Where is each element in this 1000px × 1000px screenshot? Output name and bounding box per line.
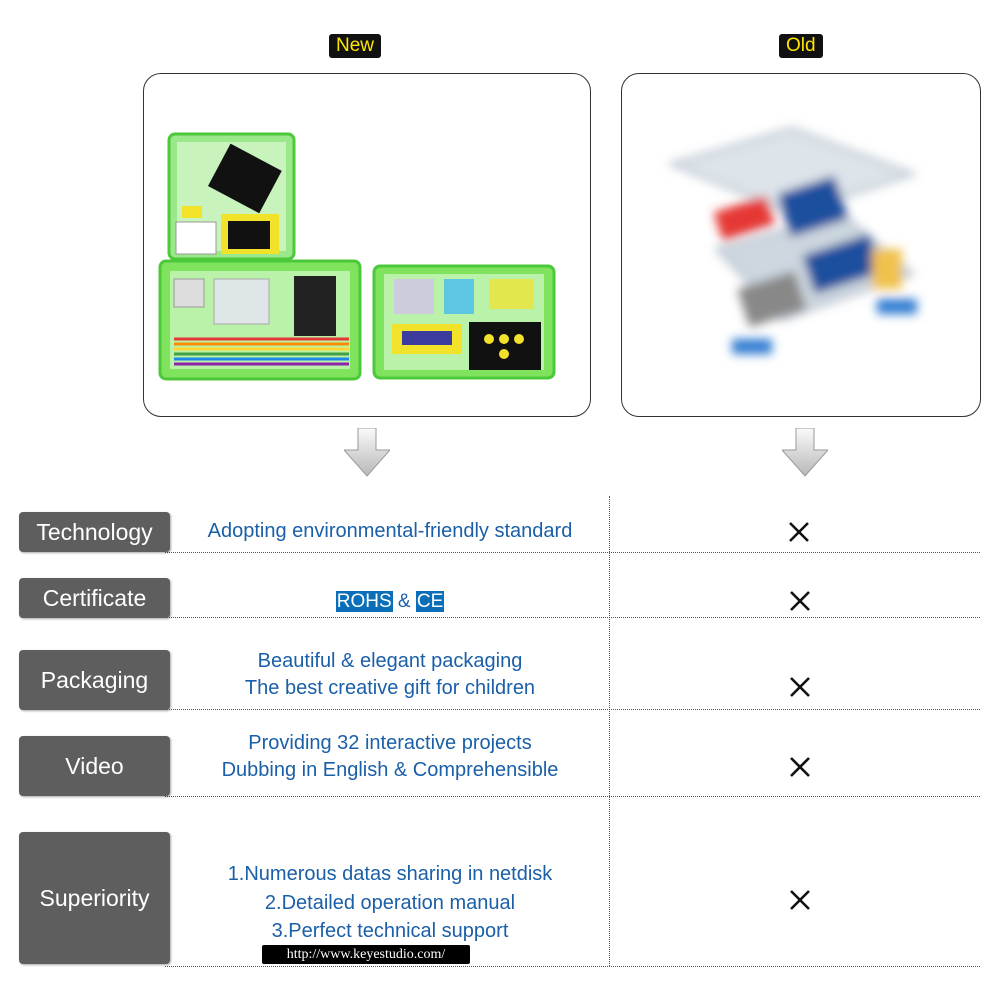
old-kit-illustration: [666, 126, 918, 354]
superiority-line-1: 1.Numerous datas sharing in netdisk: [227, 863, 553, 885]
cert-joiner: &: [392, 591, 416, 612]
website-url[interactable]: http://www.keyestudio.com/: [262, 945, 470, 964]
superiority-line-2: 2.Detailed operation manual: [264, 891, 516, 914]
certificate-new-value: ROHS & CE: [170, 588, 610, 615]
video-line-2: Dubbing in English & Comprehensible: [221, 759, 559, 781]
old-tag: Old: [779, 34, 823, 58]
new-product-image: [143, 73, 591, 417]
superiority-line-3: 3.Perfect technical support: [271, 920, 509, 942]
ce-badge: CE: [415, 591, 445, 612]
old-product-image: [621, 73, 981, 417]
row-divider: [165, 966, 980, 967]
packaging-new-value: Beautiful & elegant packaging The best c…: [170, 648, 610, 702]
packaging-line-1: Beautiful & elegant packaging: [257, 650, 523, 672]
rohs-badge: ROHS: [335, 591, 393, 612]
row-label-certificate: Certificate: [19, 578, 170, 618]
technology-new-value: Adopting environmental-friendly standard: [170, 518, 610, 545]
down-arrow-icon: [782, 428, 828, 477]
video-new-value: Providing 32 interactive projects Dubbin…: [170, 730, 610, 784]
new-tag: New: [329, 34, 382, 58]
cross-icon: [790, 890, 810, 910]
row-label-packaging: Packaging: [19, 650, 170, 710]
cross-icon: [790, 591, 810, 611]
row-label-technology: Technology: [19, 512, 170, 552]
cross-icon: [790, 677, 810, 697]
packaging-line-2: The best creative gift for children: [244, 677, 536, 699]
row-divider: [165, 617, 980, 618]
row-divider: [165, 796, 980, 797]
green-kit-illustration: [158, 132, 556, 381]
row-label-video: Video: [19, 736, 170, 796]
video-line-1: Providing 32 interactive projects: [248, 732, 532, 754]
row-label-superiority: Superiority: [19, 832, 170, 964]
row-divider: [165, 552, 980, 553]
row-divider: [165, 709, 980, 710]
column-divider: [609, 496, 610, 966]
down-arrow-icon: [344, 428, 390, 477]
technology-line-1: Adopting environmental-friendly standard: [207, 520, 573, 542]
superiority-new-value: 1.Numerous datas sharing in netdisk 2.De…: [170, 860, 610, 946]
cross-icon: [789, 522, 809, 542]
cross-icon: [790, 757, 810, 777]
